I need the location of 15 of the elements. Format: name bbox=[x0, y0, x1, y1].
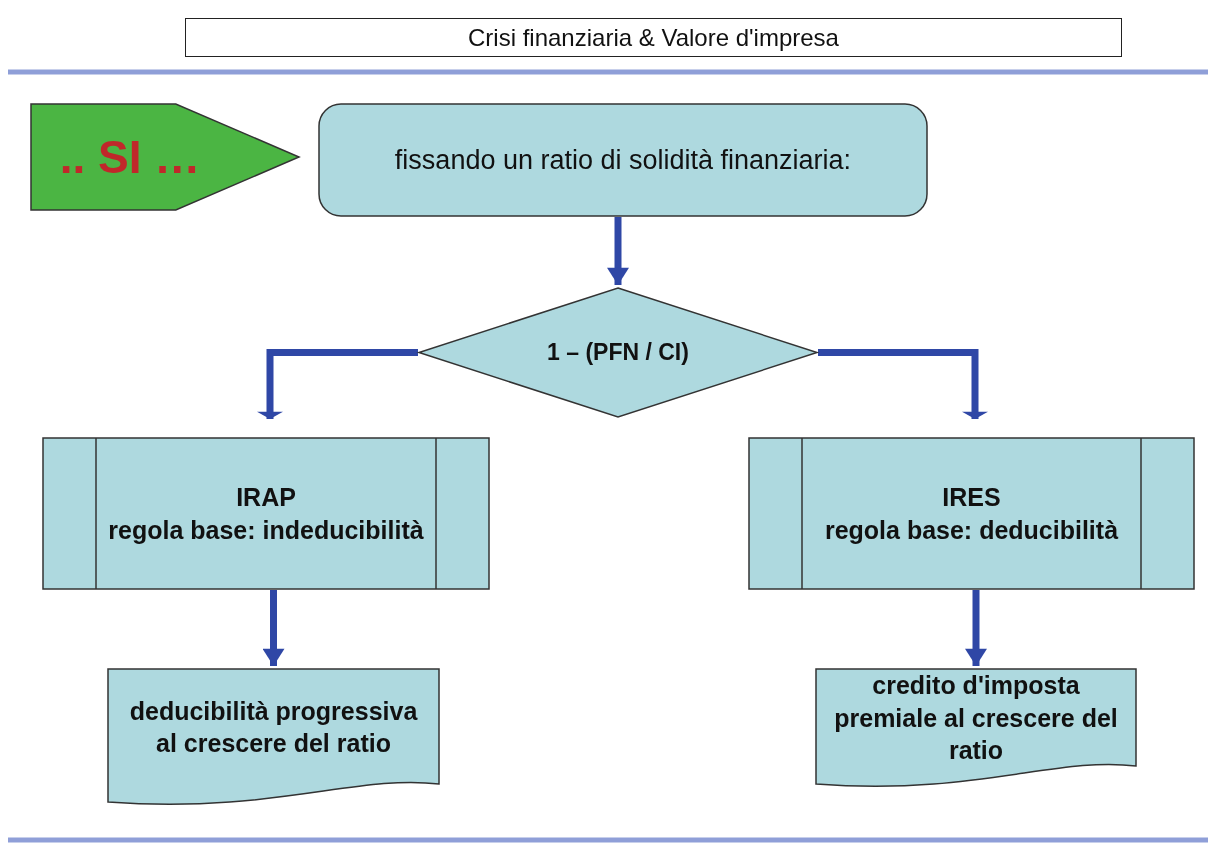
decision-diamond bbox=[418, 287, 818, 418]
predefined-process-box bbox=[748, 437, 1195, 590]
process-text: fissando un ratio di solidità finanziaria: bbox=[394, 144, 852, 176]
process-box bbox=[318, 103, 928, 217]
box-heading: IRAP bbox=[235, 482, 297, 513]
predefined-process-box bbox=[42, 437, 490, 590]
box-heading: IRES bbox=[941, 482, 1002, 513]
pentagon-arrow-shape bbox=[30, 103, 300, 211]
formula-text: 1 – (PFN / CI) bbox=[547, 339, 689, 366]
document-text: credito d'imposta premiale al crescere del ratio bbox=[833, 670, 1119, 767]
label-text: .. SI … bbox=[59, 130, 201, 184]
title-box: Crisi finanziaria & Valore d'impresa bbox=[185, 18, 1122, 57]
document-text: deducibilità progressiva al crescere del ratio bbox=[128, 695, 419, 759]
box-body-text: regola base: deducibilità bbox=[823, 514, 1120, 546]
box-body-text: regola base: indeducibilità bbox=[107, 514, 425, 546]
